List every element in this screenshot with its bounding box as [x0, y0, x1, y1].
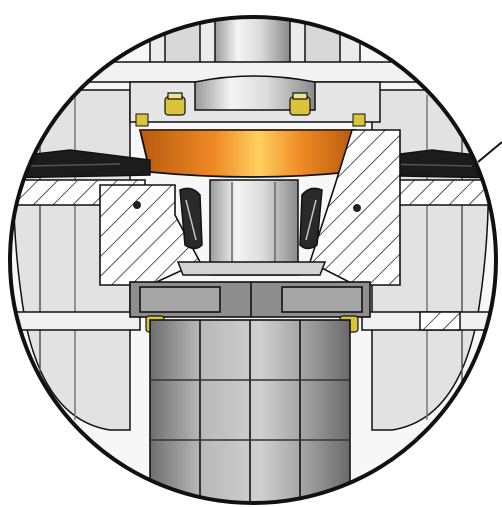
- bolt-head-right-upper: [289, 92, 311, 116]
- small-bolt-corners: [135, 113, 366, 127]
- lower-base-block: [129, 281, 371, 318]
- leader-line: [477, 141, 502, 163]
- seal-ring-right: [299, 187, 323, 250]
- detail-circle-frame: [8, 15, 498, 505]
- transition-collar: [176, 261, 327, 276]
- bolt-head-left-upper: [164, 92, 186, 116]
- central-spindle: [209, 179, 299, 276]
- lower-column: [149, 319, 351, 503]
- dark-cone-seal-left: [10, 149, 151, 179]
- horizontal-bars: [10, 311, 496, 331]
- small-fastener-dots: [133, 201, 361, 212]
- seal-ring-left: [179, 187, 203, 250]
- orange-flange: [138, 129, 357, 178]
